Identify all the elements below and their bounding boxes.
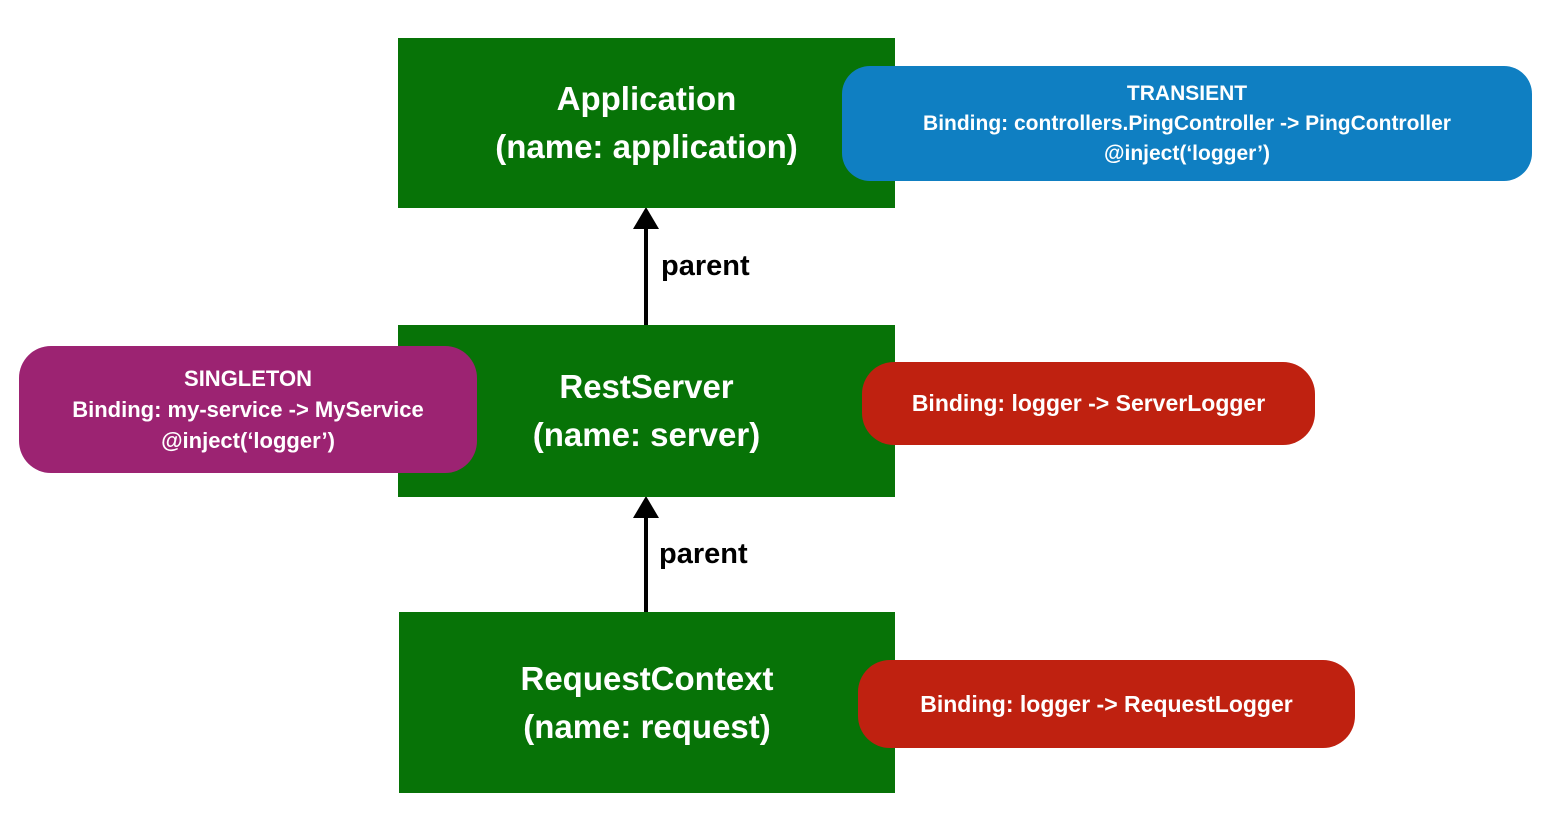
callout-transient-binding: TRANSIENT Binding: controllers.PingContr… [842,66,1532,181]
node-request-title: RequestContext [520,659,774,697]
arrow-line [644,224,648,325]
edge-label-parent-server-to-application: parent [661,250,750,282]
callout-singleton-binding: SINGLETON Binding: my-service -> MyServi… [19,346,477,473]
edge-label-parent-request-to-server: parent [659,538,748,570]
callout-request-binding-text: Binding: logger -> RequestLogger [920,690,1293,717]
callout-transient-binding-text: Binding: controllers.PingController -> P… [923,111,1451,135]
node-server-title: RestServer [559,368,734,405]
node-server: RestServer (name: server) [398,325,895,497]
callout-transient-inject-text: @inject(‘logger’) [1104,141,1270,165]
callout-server-binding-text: Binding: logger -> ServerLogger [911,390,1266,416]
node-application-title: Application [556,80,737,117]
node-request: RequestContext (name: request) [399,612,895,793]
callout-transient-scope: TRANSIENT [1126,81,1248,105]
arrow-up-icon [633,496,659,518]
arrow-line [644,513,648,612]
callout-singleton-scope: SINGLETON [184,366,312,391]
node-application: Application (name: application) [398,38,895,208]
callout-server-logger-binding: Binding: logger -> ServerLogger [862,362,1315,445]
arrow-up-icon [633,207,659,229]
callout-singleton-inject-text: @inject(‘logger’) [161,428,335,453]
callout-request-logger-binding: Binding: logger -> RequestLogger [858,660,1355,748]
node-request-subtitle: (name: request) [523,707,771,745]
node-application-subtitle: (name: application) [495,128,798,165]
node-server-subtitle: (name: server) [532,416,761,453]
callout-singleton-binding-text: Binding: my-service -> MyService [72,397,424,422]
